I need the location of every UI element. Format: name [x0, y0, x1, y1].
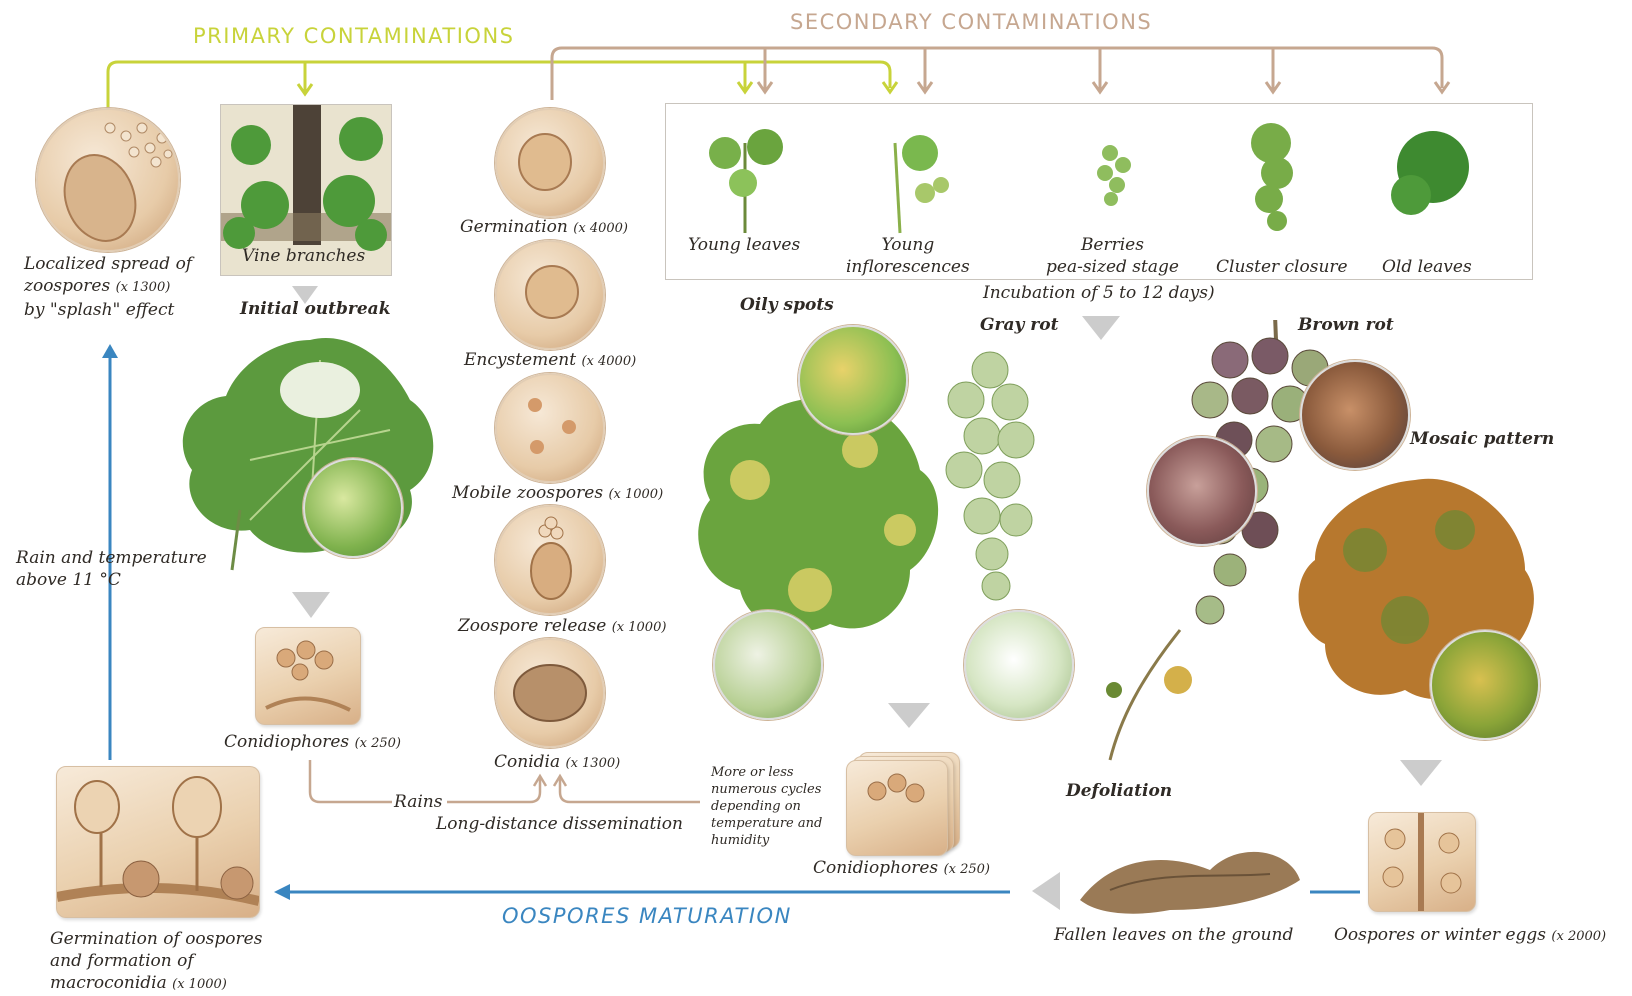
germination-label: Germination (x 4000)	[460, 216, 628, 240]
zoospore-release-image	[495, 505, 605, 615]
mosaic-zoom	[1430, 630, 1540, 740]
secondary-line	[552, 48, 1442, 100]
berries-label: Berries pea-sized stage	[1046, 234, 1179, 278]
pointer-outbreak	[292, 592, 330, 618]
cycles-note: More or less numerous cycles depending o…	[711, 764, 822, 849]
zoospore-release-label: Zoospore release (x 1000)	[458, 615, 666, 639]
old-leaves-label: Old leaves	[1382, 256, 1472, 278]
germination-image	[495, 108, 605, 218]
outbreak-zoom-circle	[303, 458, 403, 558]
encystement-image	[495, 240, 605, 350]
mosaic-pattern-label: Mosaic pattern	[1410, 428, 1554, 450]
young-inflorescences-illustration	[895, 135, 949, 233]
oospores-winter-label: Oospores or winter eggs (x 2000)	[1334, 924, 1606, 948]
defoliation-label: Defoliation	[1066, 780, 1172, 802]
rain-temperature-label: Rain and temperature above 11 °C	[16, 547, 207, 591]
conidiophores-right-image	[846, 760, 948, 856]
conidiophores-left-label: Conidiophores (x 250)	[224, 731, 401, 755]
initial-outbreak-label: Initial outbreak	[240, 298, 390, 320]
secondary-contaminations-header: SECONDARY CONTAMINATIONS	[790, 10, 1152, 34]
young-inflorescences-label: Young inflorescences	[846, 234, 970, 278]
oily-spots-label: Oily spots	[740, 294, 834, 316]
old-leaves-illustration	[1391, 131, 1469, 215]
pointer-incubation	[1082, 316, 1120, 340]
brown-rot-zoom-left	[1147, 436, 1257, 546]
gray-rot-label: Gray rot	[980, 314, 1058, 336]
pointer-oily	[888, 703, 930, 728]
rains-loop	[310, 760, 392, 802]
long-distance-label: Long-distance dissemination	[436, 813, 683, 835]
mobile-zoospores-image	[495, 373, 605, 483]
germination-oospores-image	[56, 766, 260, 918]
fallen-leaves-illustration	[1070, 820, 1310, 920]
conidia-image	[495, 638, 605, 748]
cluster-closure-illustration	[1251, 123, 1293, 231]
berries-illustration	[1097, 145, 1131, 206]
encystement-label: Encystement (x 4000)	[464, 349, 636, 373]
mobile-zoospores-label: Mobile zoospores (x 1000)	[452, 482, 663, 506]
brown-rot-zoom-top	[1300, 360, 1410, 470]
germination-oospores-label: Germination of oospores and formation of…	[50, 928, 262, 996]
cluster-closure-label: Cluster closure	[1216, 256, 1348, 278]
pointer-fallen	[1032, 872, 1060, 910]
conidiophores-right-label: Conidiophores (x 250)	[813, 857, 990, 881]
conidia-label: Conidia (x 1300)	[494, 751, 620, 775]
pointer-mosaic	[1400, 760, 1442, 786]
primary-contaminations-header: PRIMARY CONTAMINATIONS	[193, 24, 515, 48]
fallen-leaves-label: Fallen leaves on the ground	[1054, 924, 1293, 946]
zoospore-splash-illustration	[36, 108, 180, 252]
oospores-maturation-header: OOSPORES MATURATION	[502, 904, 792, 928]
initial-outbreak-leaf	[170, 320, 450, 580]
incubation-label: Incubation of 5 to 12 days)	[983, 282, 1215, 304]
vine-branches-label: Vine branches	[242, 245, 365, 267]
defoliation-shoot	[1080, 600, 1210, 770]
oily-spots-zoom-bottom	[713, 610, 823, 720]
oily-spots-zoom-top	[798, 325, 908, 435]
growth-stages-illustrations	[665, 103, 1531, 248]
young-leaves-illustration	[709, 129, 783, 233]
gray-rot-zoom	[964, 610, 1074, 720]
localized-spread-label: Localized spread of zoospores (x 1300) b…	[24, 253, 192, 321]
rains-label: Rains	[394, 791, 442, 813]
young-leaves-label: Young leaves	[688, 234, 800, 256]
gray-rot-cluster	[930, 340, 1060, 620]
conidiophores-left-image	[255, 627, 361, 725]
oospores-winter-image	[1368, 812, 1476, 912]
